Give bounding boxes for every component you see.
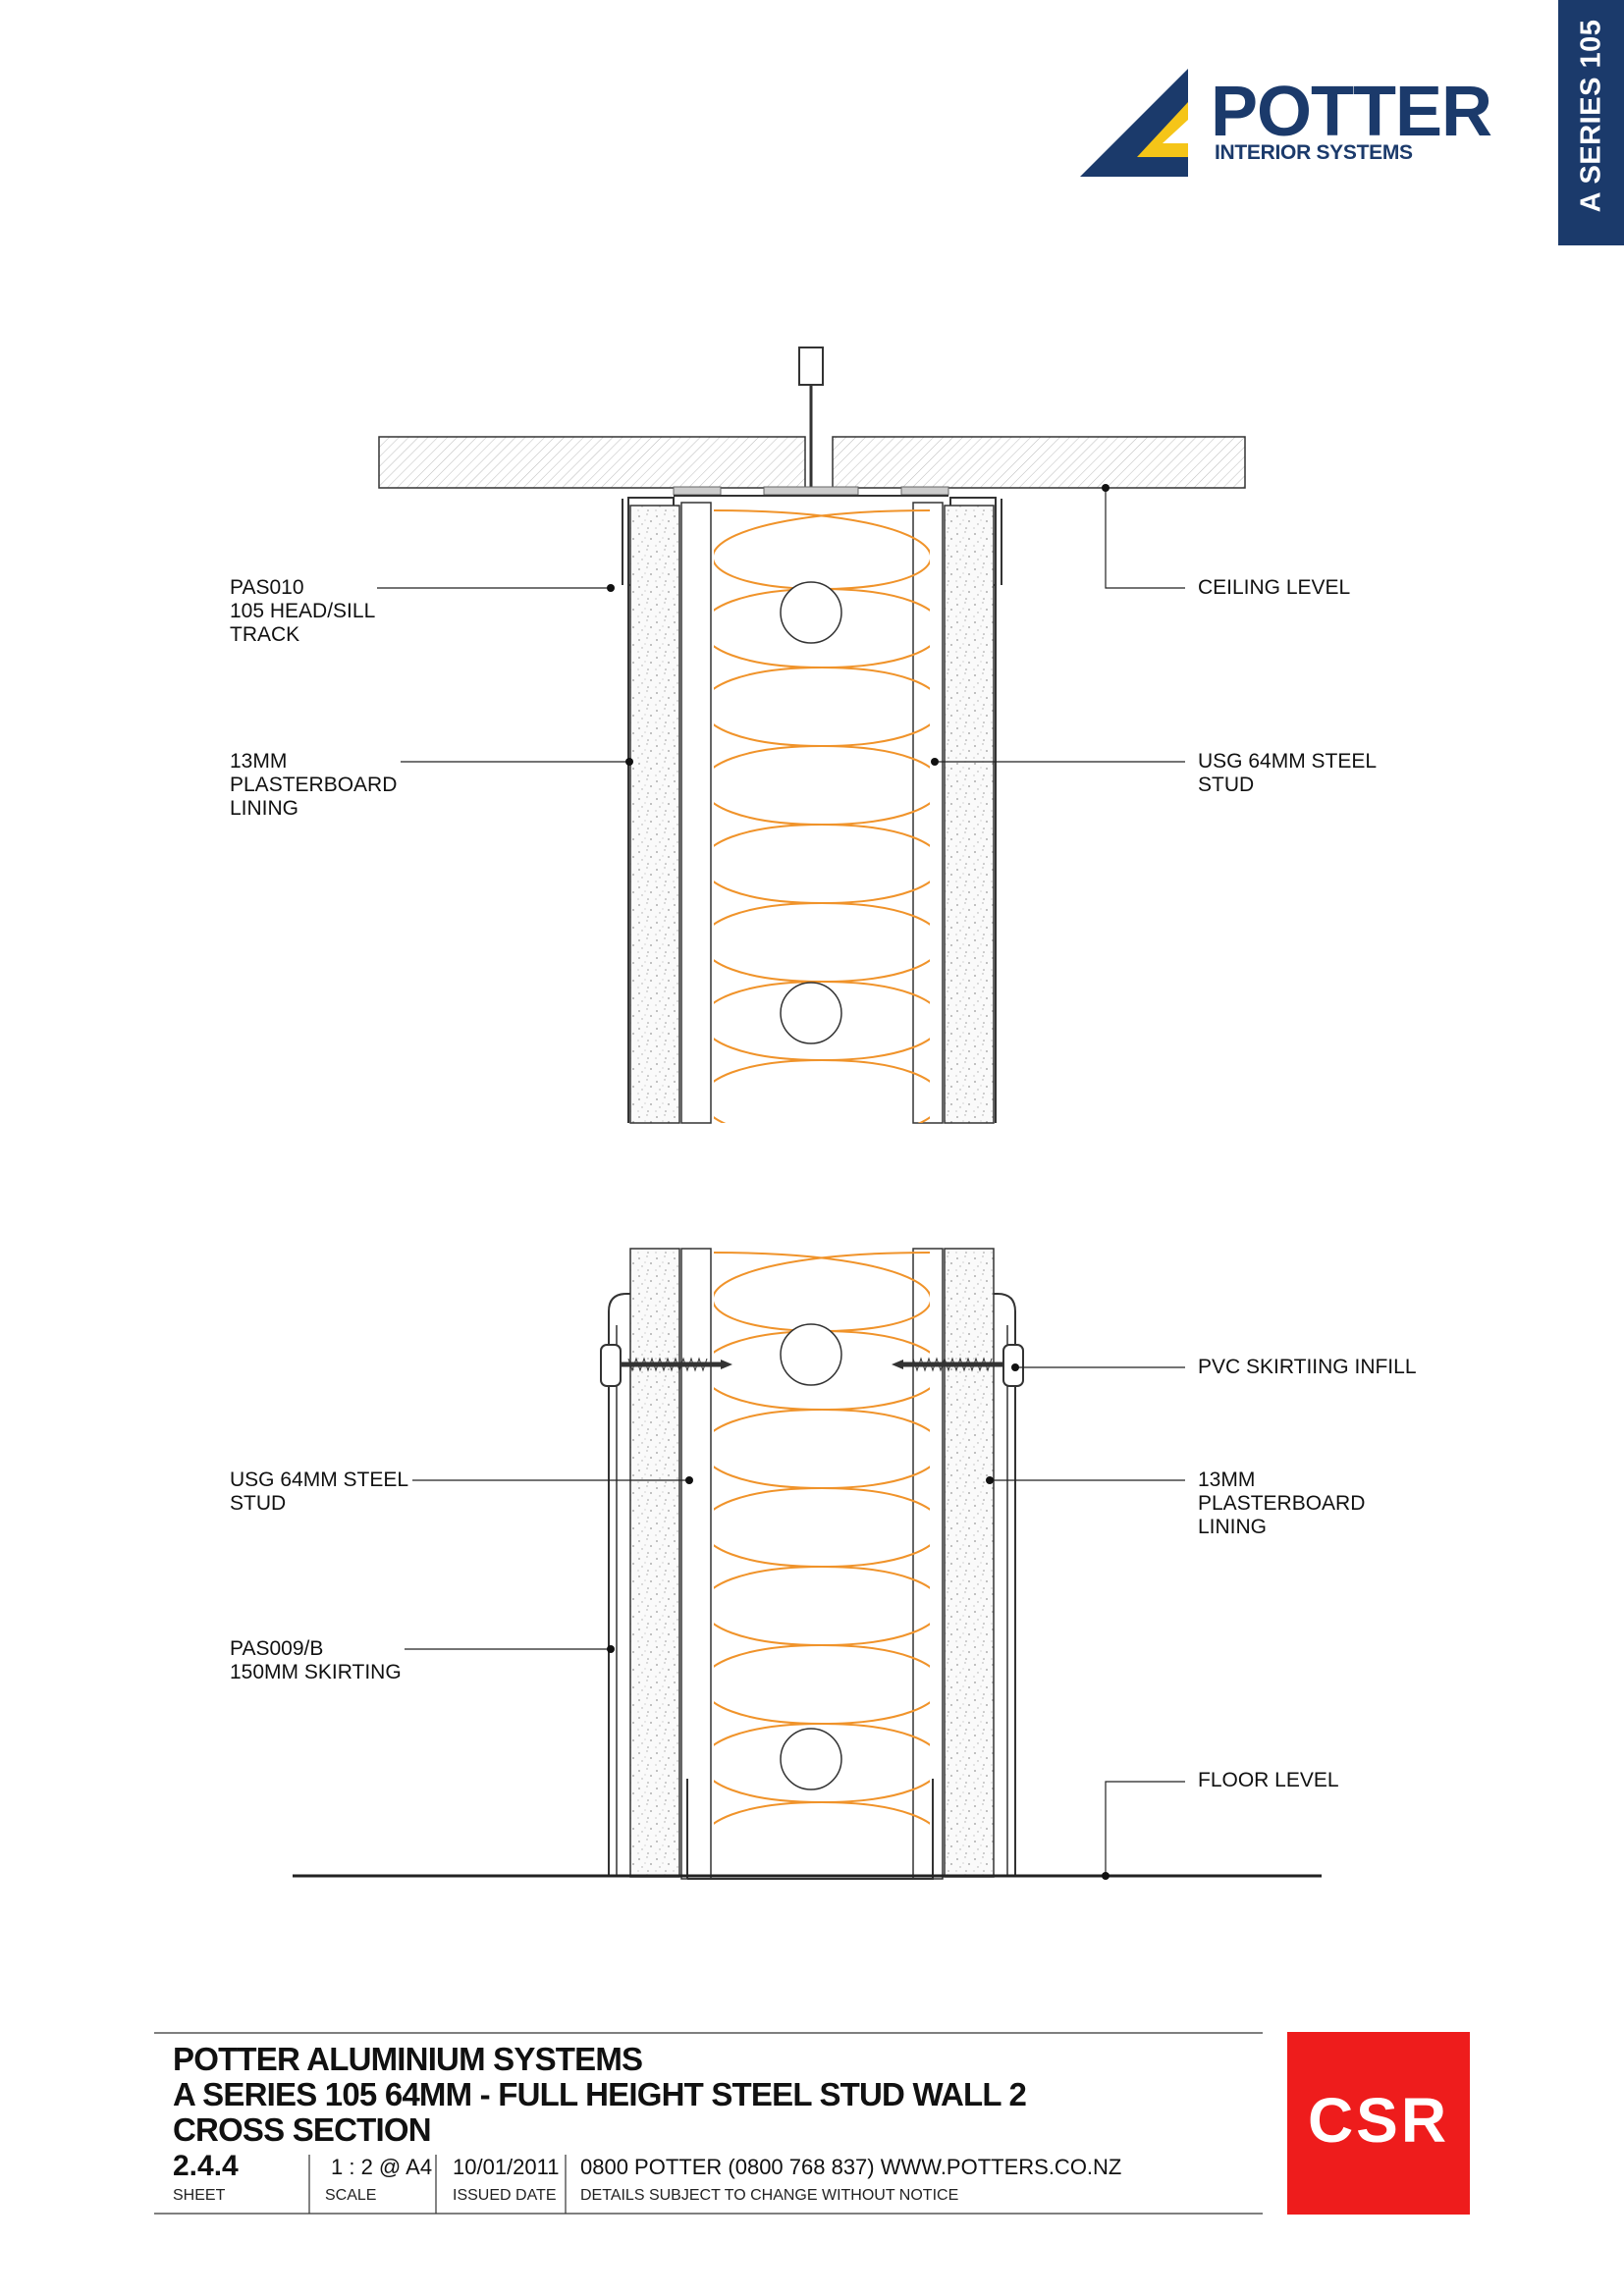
- csr-logo-text: CSR: [1307, 2085, 1450, 2156]
- scale-value: 1 : 2 @ A4: [331, 2155, 433, 2179]
- label-plasterboard-bottom: 13MM PLASTERBOARD LINING: [1198, 1468, 1366, 1538]
- potter-logo-icon: [1080, 69, 1188, 177]
- label-steel-stud-bottom: USG 64MM STEEL STUD: [230, 1468, 409, 1515]
- title-line-3: CROSS SECTION: [173, 2111, 432, 2148]
- head-track-fixings: [673, 486, 949, 497]
- skirting-screws: [621, 1357, 1003, 1372]
- ceiling-slab: [378, 436, 1246, 489]
- leader-lines: [377, 488, 1185, 1876]
- disclaimer: DETAILS SUBJECT TO CHANGE WITHOUT NOTICE: [580, 2187, 959, 2204]
- issued-date-caption: ISSUED DATE: [453, 2187, 557, 2204]
- label-floor-level: FLOOR LEVEL: [1198, 1769, 1339, 1791]
- title-line-1: POTTER ALUMINIUM SYSTEMS: [173, 2041, 643, 2077]
- brand-subtitle: INTERIOR SYSTEMS: [1215, 141, 1413, 164]
- scale-caption: SCALE: [325, 2187, 377, 2204]
- wall-bottom-segment: [600, 1248, 1024, 1880]
- wall-top-segment: [622, 497, 1002, 1124]
- label-skirting-infill: PVC SKIRTIING INFILL: [1198, 1356, 1417, 1378]
- label-steel-stud-top: USG 64MM STEEL STUD: [1198, 750, 1378, 796]
- issued-date: 10/01/2011: [453, 2155, 560, 2179]
- series-side-tab: [1558, 0, 1624, 245]
- label-ceiling-level: CEILING LEVEL: [1198, 576, 1351, 599]
- title-block-frame: [154, 2032, 1263, 2215]
- contact-info: 0800 POTTER (0800 768 837) WWW.POTTERS.C…: [580, 2155, 1122, 2179]
- brand-name: POTTER: [1211, 73, 1492, 151]
- csr-logo: [1287, 2032, 1470, 2215]
- label-head-sill-track: PAS010 105 HEAD/SILL TRACK: [230, 576, 376, 646]
- ceiling-hanger: [798, 347, 824, 488]
- sheet-number: 2.4.4: [173, 2150, 239, 2182]
- label-skirting: PAS009/B 150MM SKIRTING: [230, 1637, 402, 1683]
- label-plasterboard-top: 13MM PLASTERBOARD LINING: [230, 750, 398, 820]
- title-line-2: A SERIES 105 64MM - FULL HEIGHT STEEL ST…: [173, 2076, 1027, 2112]
- sheet-caption: SHEET: [173, 2187, 226, 2204]
